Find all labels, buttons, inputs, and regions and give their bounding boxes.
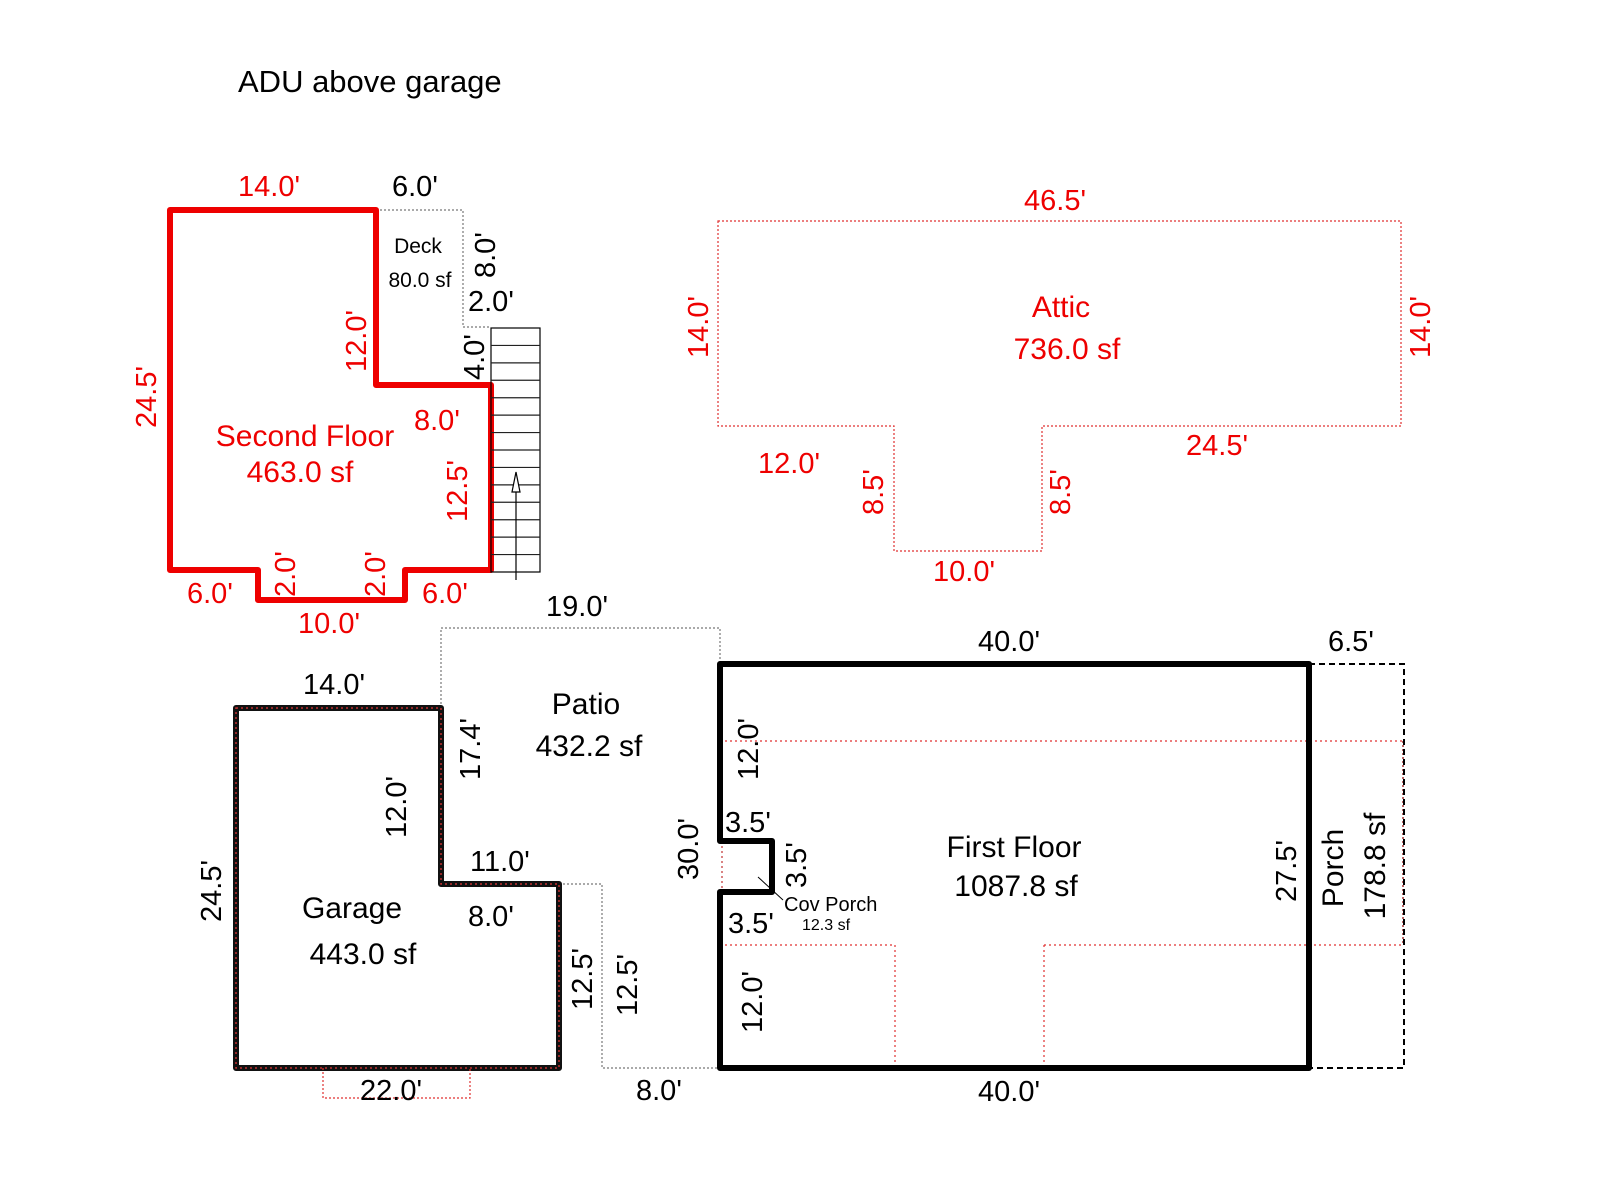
dim-garage-bottom: 22.0' — [360, 1075, 422, 1107]
dim-ff-left-lower: 12.0' — [737, 971, 769, 1033]
dim-patio-left: 17.4' — [455, 718, 487, 780]
diagram-title: ADU above garage — [238, 64, 502, 99]
first-floor-group: First Floor 1087.8 sf Cov Porch 12.3 sf … — [717, 626, 1405, 1108]
cov-porch-label: Cov Porch — [784, 894, 877, 916]
dim-porch-top: 6.5' — [1328, 626, 1374, 658]
dim-attic-left: 14.0' — [683, 296, 715, 358]
dim-sf-notch-right: 2.0' — [360, 551, 392, 597]
dim-garage-left: 24.5' — [196, 860, 228, 922]
dim-garage-step-inner: 8.0' — [468, 901, 514, 933]
attic-area: 736.0 sf — [1014, 333, 1121, 366]
dim-attic-notch-left: 8.5' — [858, 469, 890, 515]
dim-garage-top: 14.0' — [303, 669, 365, 701]
dim-patio-lower-right: 12.5' — [612, 954, 644, 1016]
deck-area: 80.0 sf — [388, 269, 451, 292]
dim-attic-notch-bottom: 10.0' — [933, 556, 995, 588]
dim-sf-inner-horizontal: 8.0' — [414, 405, 460, 437]
dim-deck-top: 6.0' — [392, 171, 438, 203]
dim-sf-left: 24.5' — [131, 366, 163, 428]
dim-deck-stair-side: 4.0' — [459, 334, 491, 380]
dim-attic-bottom-right: 24.5' — [1186, 430, 1248, 462]
second-floor-group: Second Floor 463.0 sf Deck 80.0 sf 14.0'… — [131, 171, 541, 640]
attic-outline — [717, 220, 1402, 552]
garage-door-outline — [322, 1068, 471, 1099]
dim-attic-top: 46.5' — [1024, 185, 1086, 217]
dim-sf-right: 12.5' — [442, 460, 474, 522]
porch-label: Porch — [1317, 829, 1350, 907]
garage-label: Garage — [302, 892, 402, 925]
dim-sf-top: 14.0' — [238, 171, 300, 203]
dim-garage-right: 12.5' — [567, 948, 599, 1010]
second-floor-outline — [167, 207, 494, 603]
dim-patio-right: 30.0' — [673, 818, 705, 880]
deck-outline — [376, 209, 491, 328]
cov-porch-leader — [757, 876, 784, 901]
porch-area: 178.8 sf — [1359, 812, 1392, 919]
second-floor-label: Second Floor — [216, 420, 394, 453]
garage-outline — [233, 705, 562, 1071]
dim-ff-bottom: 40.0' — [978, 1076, 1040, 1108]
patio-area: 432.2 sf — [536, 730, 643, 763]
first-floor-outline — [717, 661, 1312, 1071]
dim-sf-bottom-left: 6.0' — [187, 578, 233, 610]
dim-ff-top: 40.0' — [978, 626, 1040, 658]
dim-sf-notch-bottom: 10.0' — [298, 608, 360, 640]
dim-sf-bottom-right: 6.0' — [422, 578, 468, 610]
dim-sf-notch-left: 2.0' — [270, 551, 302, 597]
deck-label: Deck — [394, 235, 442, 258]
dim-patio-bottom: 8.0' — [636, 1075, 682, 1107]
dim-ff-right: 27.5' — [1271, 840, 1303, 902]
dim-ff-notch-side: 3.5' — [781, 842, 813, 888]
dim-ff-left-upper: 12.0' — [733, 718, 765, 780]
dim-attic-bottom-left: 12.0' — [758, 448, 820, 480]
garage-outline-overlay — [235, 707, 560, 1069]
dim-attic-notch-right: 8.5' — [1045, 469, 1077, 515]
attic-group: Attic 736.0 sf 46.5' 14.0' 14.0' 12.0' 2… — [683, 185, 1437, 588]
dim-garage-step-top: 11.0' — [470, 846, 530, 878]
patio-outline-top — [440, 627, 721, 708]
dim-ff-notch-bottom: 3.5' — [728, 908, 774, 940]
garage-group: Garage 443.0 sf 14.0' 24.5' 12.0' 11.0' … — [196, 669, 599, 1107]
first-floor-area: 1087.8 sf — [954, 870, 1078, 903]
first-floor-label: First Floor — [947, 831, 1082, 864]
cov-porch-area: 12.3 sf — [802, 917, 851, 934]
dim-attic-right: 14.0' — [1405, 296, 1437, 358]
dim-sf-inner-vertical: 12.0' — [341, 310, 373, 372]
dim-deck-step: 2.0' — [468, 286, 514, 318]
garage-area: 443.0 sf — [310, 938, 417, 971]
dim-patio-top: 19.0' — [546, 591, 608, 623]
dim-ff-notch-top: 3.5' — [725, 807, 771, 839]
second-floor-area: 463.0 sf — [247, 456, 354, 489]
patio-group: Patio 432.2 sf 19.0' 17.4' 30.0' 12.5' 8… — [440, 591, 721, 1107]
dim-garage-inner-vertical: 12.0' — [381, 776, 413, 838]
patio-outline-bottom — [559, 883, 720, 1069]
dim-deck-right: 8.0' — [470, 232, 502, 278]
attic-label: Attic — [1032, 291, 1090, 324]
stairs-arrow-icon — [511, 471, 521, 493]
patio-label: Patio — [552, 688, 620, 721]
